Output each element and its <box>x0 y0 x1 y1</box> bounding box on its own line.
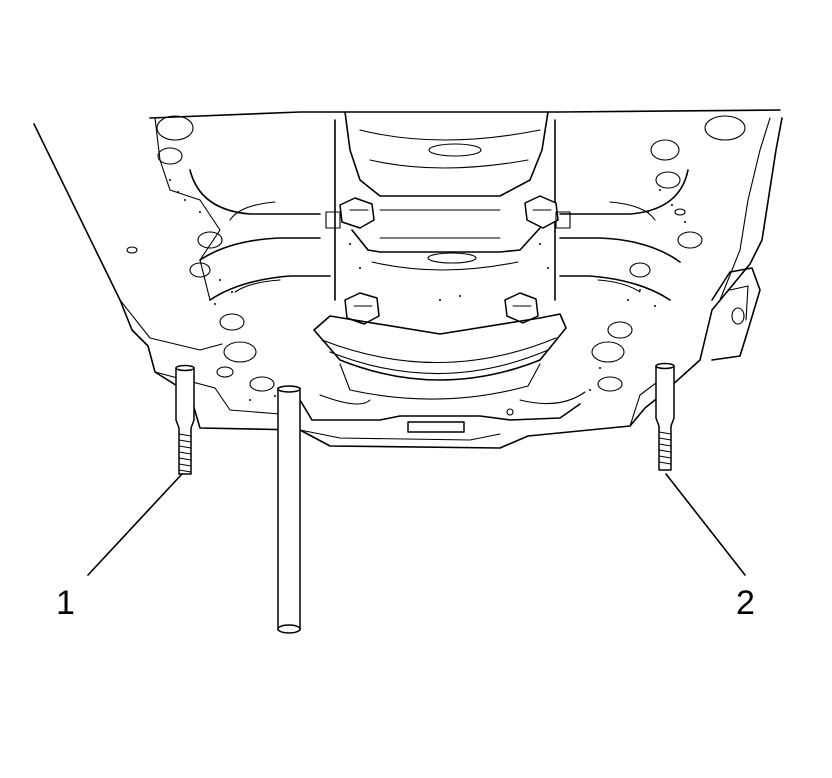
main-cap-bolts <box>325 195 571 325</box>
callout-leader-1 <box>87 473 183 576</box>
side-bracket <box>711 267 761 361</box>
shading <box>169 179 686 401</box>
callout-label-2: 2 <box>736 584 755 622</box>
block-holes <box>126 115 746 392</box>
callout-leader-2 <box>665 473 746 576</box>
guide-pin-2 <box>655 362 675 471</box>
crank-counterweight <box>313 313 567 400</box>
guide-pin-1 <box>175 364 195 475</box>
guide-rod <box>277 385 301 634</box>
oil-pan-flange <box>299 391 586 441</box>
bearing-bays <box>189 169 689 301</box>
callout-label-1: 1 <box>56 584 75 622</box>
crankshaft <box>334 111 556 301</box>
